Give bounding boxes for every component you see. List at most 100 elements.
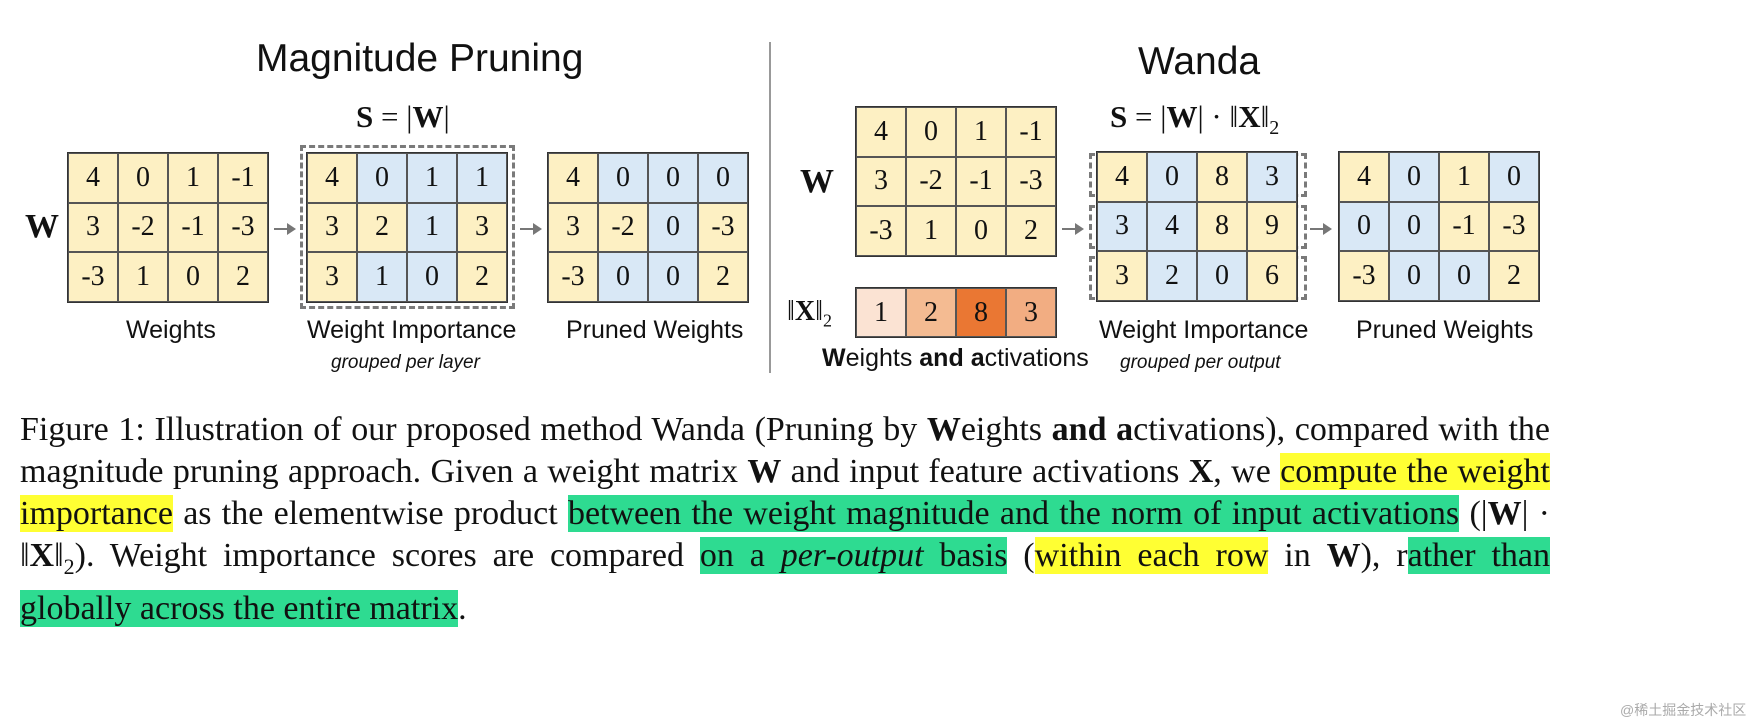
matrix-cell: 4 xyxy=(1097,152,1147,202)
matrix-cell: 0 xyxy=(118,153,168,203)
activation-cell: 1 xyxy=(856,288,906,337)
weights-label: Weights xyxy=(126,316,216,344)
matrix-cell: 0 xyxy=(906,107,956,157)
pruned-weights-label: Pruned Weights xyxy=(1356,316,1534,344)
matrix-cell: 0 xyxy=(1147,152,1197,202)
matrix-cell: 2 xyxy=(1006,206,1056,256)
matrix-cell: 3 xyxy=(307,252,357,302)
matrix-cell: -3 xyxy=(548,252,598,302)
matrix-cell: 0 xyxy=(1389,152,1439,202)
watermark: @稀土掘金技术社区 xyxy=(1620,702,1746,718)
matrix-cell: 4 xyxy=(548,153,598,203)
matrix-cell: -3 xyxy=(698,202,748,253)
matrix-cell: -1 xyxy=(168,202,218,253)
matrix-cell: 0 xyxy=(598,153,648,203)
matrix-cell: 8 xyxy=(1197,152,1247,202)
activation-cell: 8 xyxy=(956,288,1006,337)
matrix-cell: 2 xyxy=(698,252,748,302)
panel-divider xyxy=(769,42,771,373)
matrix-cell: -1 xyxy=(1006,107,1056,157)
matrix-cell: -2 xyxy=(118,202,168,253)
matrix-cell: 3 xyxy=(548,202,598,253)
matrix-cell: 0 xyxy=(1389,201,1439,252)
matrix-cell: 0 xyxy=(956,206,1006,256)
matrix-cell: 0 xyxy=(648,153,698,203)
matrix-cell: 1 xyxy=(906,206,956,256)
matrix-cell: 0 xyxy=(598,252,648,302)
matrix-cell: 3 xyxy=(1097,201,1147,252)
matrix-cell: 2 xyxy=(1489,251,1539,301)
left-w-label: W xyxy=(25,208,59,245)
matrix-cell: -3 xyxy=(1489,201,1539,252)
matrix-cell: 4 xyxy=(1147,201,1197,252)
weight-importance-label: Weight Importance xyxy=(1099,316,1309,344)
matrix-cell: 1 xyxy=(118,252,168,302)
matrix-cell: 0 xyxy=(1439,251,1489,301)
matrix-cell: 1 xyxy=(1439,152,1489,202)
matrix-cell: -1 xyxy=(1439,201,1489,252)
matrix-cell: 0 xyxy=(648,202,698,253)
matrix-cell: -2 xyxy=(906,156,956,207)
matrix-cell: 9 xyxy=(1247,201,1297,252)
matrix-cell: 4 xyxy=(856,107,906,157)
activation-cell: 3 xyxy=(1006,288,1056,337)
matrix-cell: 0 xyxy=(1389,251,1439,301)
matrix-cell: 0 xyxy=(1197,251,1247,301)
matrix-cell: 0 xyxy=(407,252,457,302)
layer-group-box xyxy=(300,145,515,309)
matrix-cell: -3 xyxy=(218,202,268,253)
highlight: on a per-output basis xyxy=(699,537,1008,574)
matrix-cell: 0 xyxy=(1489,152,1539,202)
matrix-cell: 0 xyxy=(168,252,218,302)
matrix-cell: -1 xyxy=(218,153,268,203)
matrix-cell: 3 xyxy=(856,156,906,207)
weight-importance-label: Weight Importance xyxy=(307,316,517,344)
grouped-per-output-label: grouped per output xyxy=(1120,352,1281,373)
matrix-cell: 3 xyxy=(68,202,118,253)
wanda-title: Wanda xyxy=(1138,40,1261,83)
arrow-icon xyxy=(1310,223,1332,235)
matrix-cell: 0 xyxy=(648,252,698,302)
matrix-cell: 8 xyxy=(1197,201,1247,252)
figure-caption: Figure 1: Illustration of our proposed m… xyxy=(20,411,1551,627)
matrix-cell: -3 xyxy=(856,206,906,256)
left-formula: S = |W| xyxy=(356,99,450,134)
matrix-cell: 1 xyxy=(956,107,1006,157)
x-norm-label: ‖X‖2 xyxy=(787,296,832,331)
matrix-cell: 1 xyxy=(407,153,457,203)
matrix-cell: 0 xyxy=(1339,201,1389,252)
weights-and-activations-label: Weights and activations xyxy=(822,344,1089,372)
pruned-weights-label: Pruned Weights xyxy=(566,316,744,344)
arrow-icon xyxy=(1062,223,1084,235)
matrix-cell: 1 xyxy=(357,252,407,302)
activation-cell: 2 xyxy=(906,288,956,337)
matrix-cell: 2 xyxy=(457,252,507,302)
matrix-cell: -2 xyxy=(598,202,648,253)
matrix-cell: 0 xyxy=(698,153,748,203)
matrix-cell: 3 xyxy=(1247,152,1297,202)
matrix-cell: 0 xyxy=(357,153,407,203)
matrix-cell: 4 xyxy=(307,153,357,203)
matrix-cell: -1 xyxy=(956,156,1006,207)
matrix-cell: 4 xyxy=(1339,152,1389,202)
highlight: between the weight magnitude and the nor… xyxy=(567,495,1460,532)
matrix-cell: 1 xyxy=(168,153,218,203)
matrix-cell: -3 xyxy=(68,252,118,302)
grouped-per-layer-label: grouped per layer xyxy=(331,352,480,373)
highlight: within each row xyxy=(1034,537,1269,574)
matrix-cell: 2 xyxy=(357,202,407,253)
matrix-cell: 3 xyxy=(1097,251,1147,301)
matrix-cell: 4 xyxy=(68,153,118,203)
arrow-icon xyxy=(274,223,296,235)
right-w-label: W xyxy=(800,163,834,200)
matrix-cell: 1 xyxy=(407,202,457,253)
matrix-cell: 2 xyxy=(218,252,268,302)
arrow-icon xyxy=(520,223,542,235)
